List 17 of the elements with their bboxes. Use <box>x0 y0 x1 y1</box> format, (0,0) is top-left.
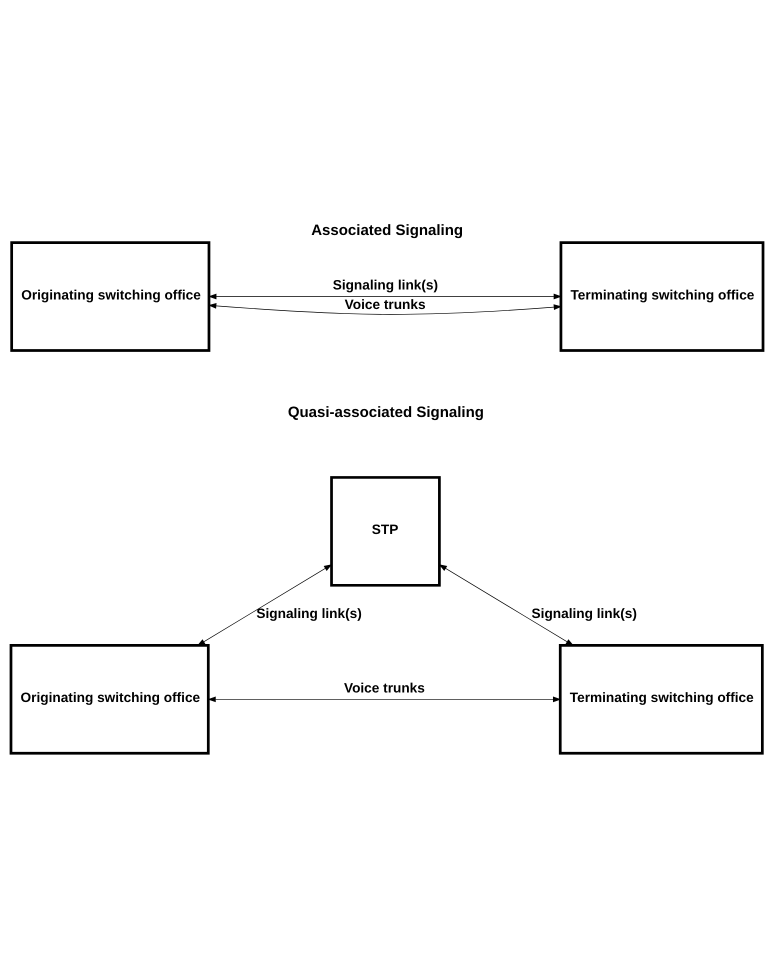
diagram-title: Associated Signaling <box>311 221 464 238</box>
node-box: Originating switching office <box>10 240 210 352</box>
arrow <box>438 564 574 646</box>
arrow <box>208 696 562 702</box>
node-box: STP <box>330 476 441 586</box>
arrow <box>196 564 332 646</box>
edge-label: Voice trunks <box>344 680 425 696</box>
label: Quasi-associated Signaling <box>288 404 484 421</box>
arrow <box>208 302 562 314</box>
edge-label: Signaling link(s) <box>332 277 438 292</box>
node-box: Originating switching office <box>10 644 210 754</box>
edge-label: Signaling link(s) <box>256 606 362 621</box>
edge-label: Voice trunks <box>344 296 426 312</box>
arrow <box>208 293 562 299</box>
node-box: Terminating switching office <box>558 644 764 754</box>
node-box: Terminating switching office <box>560 240 764 352</box>
edge-label: Signaling link(s) <box>532 606 637 621</box>
